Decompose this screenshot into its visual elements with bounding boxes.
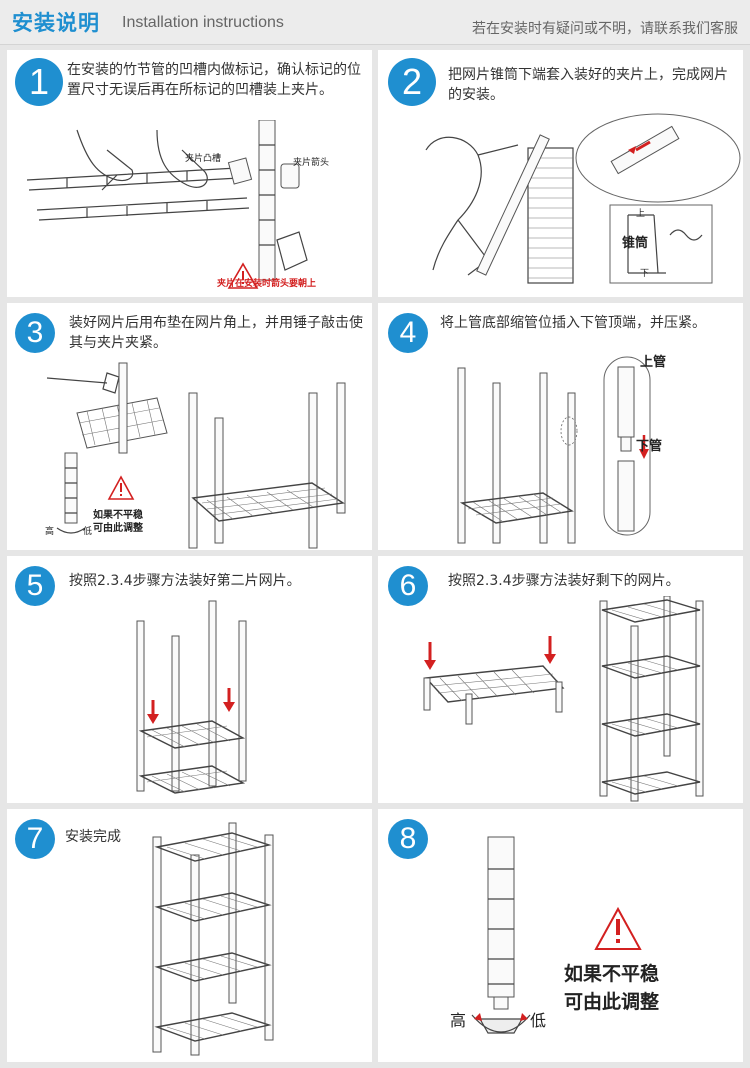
uneven-line1: 如果不平稳 [564, 963, 660, 985]
step-7-illustration [152, 822, 274, 1056]
top-mark-label: 上 [636, 209, 646, 219]
clip-groove-label: 夹片凸槽 [185, 154, 222, 164]
step-7-panel: 7 安装完成 [7, 809, 372, 1062]
step-2-number: 2 [388, 58, 436, 106]
step-6-number: 6 [388, 566, 428, 606]
page-title: 安装说明 [12, 11, 100, 35]
lower-pipe-label: 下管 [636, 439, 663, 454]
step-2-panel: 2 把网片锥筒下端套入装好的夹片上，完成网片的安装。 锥筒 上 下 [378, 50, 743, 297]
step-1-number: 1 [15, 58, 63, 106]
low-label: 低 [530, 1011, 547, 1030]
step-2-text: 把网片锥筒下端套入装好的夹片上，完成网片的安装。 [448, 67, 728, 103]
uneven-line2: 可由此调整 [564, 991, 660, 1013]
step-8-number: 8 [388, 819, 428, 859]
step-1-text: 在安装的竹节管的凹槽内做标记，确认标记的位置尺寸无误后再在所标记的凹槽装上夹片。 [67, 62, 361, 98]
step-2-illustration [425, 113, 741, 284]
clip-arrow-label: 夹片箭头 [293, 158, 330, 168]
step-1-panel: 1 在安装的竹节管的凹槽内做标记，确认标记的位置尺寸无误后再在所标记的凹槽装上夹… [7, 50, 372, 297]
uneven-line1-s3: 如果不平稳 [93, 510, 143, 521]
step-8-panel: 8 如果不平稳 可由此调整 高 低 [378, 809, 743, 1062]
step-5-illustration [136, 600, 247, 794]
step-4-text: 将上管底部缩管位插入下管顶端，并压紧。 [440, 315, 706, 331]
step-4-number: 4 [388, 313, 428, 353]
step-6-text: 按照2.3.4步骤方法装好剩下的网片。 [448, 573, 680, 589]
page-subtitle: Installation instructions [122, 14, 284, 31]
cone-label: 锥筒 [622, 236, 649, 251]
step-6-illustration [423, 596, 704, 802]
upper-pipe-label: 上管 [640, 355, 667, 370]
step-3-number: 3 [15, 313, 55, 353]
step-4-illustration [457, 356, 651, 544]
high-label-s3: 高 [45, 527, 55, 537]
step-5-text: 按照2.3.4步骤方法装好第二片网片。 [69, 573, 301, 589]
step-3-text: 装好网片后用布垫在网片角上，并用锤子敲击使其与夹片夹紧。 [69, 315, 363, 351]
header: 安装说明 Installation instructions 若在安装时有疑问或… [0, 0, 750, 45]
low-label-s3: 低 [83, 527, 93, 537]
contact-note: 若在安装时有疑问或不明，请联系我们客服 [472, 21, 738, 37]
high-label: 高 [450, 1011, 467, 1030]
step-3-illustration [46, 362, 346, 549]
bottom-mark-label: 下 [640, 269, 650, 279]
step-7-number: 7 [15, 819, 55, 859]
uneven-line2-s3: 可由此调整 [93, 523, 143, 534]
step-4-panel: 4 将上管底部缩管位插入下管顶端，并压紧。 上管 下管 [378, 303, 743, 550]
step-5-panel: 5 按照2.3.4步骤方法装好第二片网片。 [7, 556, 372, 803]
step-3-panel: 3 装好网片后用布垫在网片角上，并用锤子敲击使其与夹片夹紧。 如果不平稳 可由此… [7, 303, 372, 550]
step-8-illustration [471, 836, 642, 1034]
step-1-illustration [26, 120, 308, 289]
step-5-number: 5 [15, 566, 55, 606]
step-7-text: 安装完成 [65, 829, 121, 845]
clip-warning-label: 夹片在安装时箭头要朝上 [217, 279, 317, 289]
step-6-panel: 6 按照2.3.4步骤方法装好剩下的网片。 [378, 556, 743, 803]
